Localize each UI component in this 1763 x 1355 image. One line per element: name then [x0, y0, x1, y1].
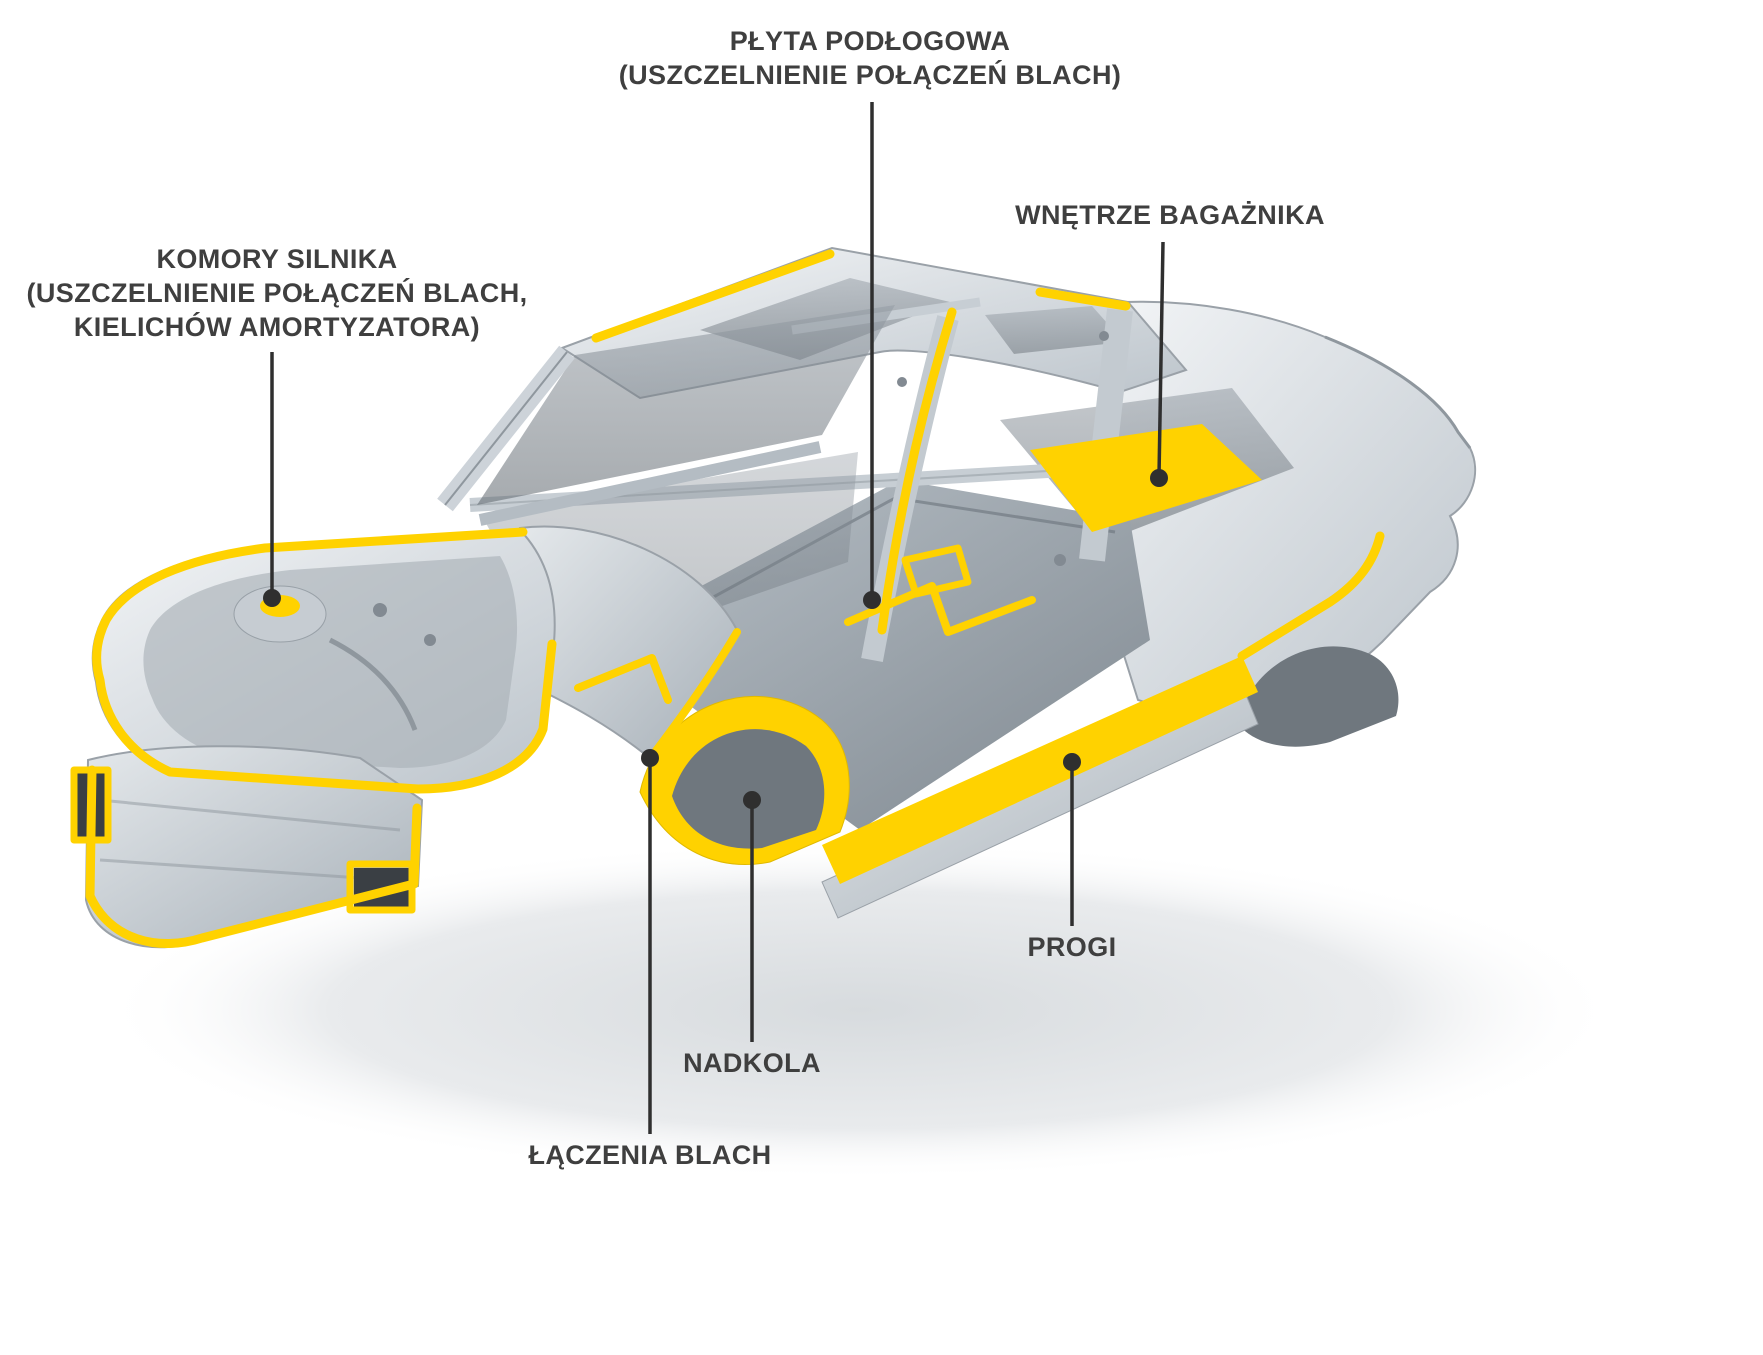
label-floor-panel: PŁYTA PODŁOGOWA (USZCZELNIENIE POŁĄCZEŃ … — [560, 24, 1180, 92]
label-engine-bay-subtitle: (USZCZELNIENIE POŁĄCZEŃ BLACH, — [26, 278, 528, 309]
leader-engine-bay — [263, 352, 281, 607]
label-sheet-joints-title: ŁĄCZENIA BLACH — [528, 1140, 772, 1170]
label-sheet-joints: ŁĄCZENIA BLACH — [455, 1138, 845, 1172]
label-trunk-title: WNĘTRZE BAGAŻNIKA — [1015, 200, 1325, 230]
label-wheel-arches: NADKOLA — [627, 1046, 877, 1080]
label-floor-panel-title: PŁYTA PODŁOGOWA — [729, 26, 1011, 56]
engine-bay — [91, 528, 556, 792]
label-engine-bay: KOMORY SILNIKA (USZCZELNIENIE POŁĄCZEŃ B… — [12, 242, 542, 344]
leader-dot — [743, 791, 761, 809]
front-wheel-arch — [639, 696, 850, 865]
label-sills: PROGI — [962, 930, 1182, 964]
label-wheel-arches-title: NADKOLA — [683, 1048, 821, 1078]
seal-sheet-joint — [648, 628, 741, 760]
front-frame-rails — [76, 745, 424, 949]
front-cowl-fender — [518, 525, 739, 762]
seal-sill-band — [822, 656, 1258, 884]
label-floor-panel-subtitle: (USZCZELNIENIE POŁĄCZEŃ BLACH) — [618, 60, 1122, 91]
leader-wheel-arches — [743, 791, 761, 1042]
seal-engine-bay-perimeter — [92, 527, 557, 794]
label-sills-title: PROGI — [1027, 932, 1117, 962]
seal-b-pillar — [877, 307, 957, 635]
leader-sills — [1063, 753, 1081, 926]
leader-dot — [641, 749, 659, 767]
seal-rear-quarter — [1237, 531, 1385, 661]
seal-front-floor — [574, 654, 672, 704]
leader-dot — [1150, 469, 1168, 487]
seal-roof-front — [591, 249, 835, 343]
seal-rail-end-right — [346, 860, 416, 914]
leader-dot — [1063, 753, 1081, 771]
leader-dot — [863, 591, 881, 609]
seal-trunk-floor — [1030, 424, 1262, 532]
ground-shadow — [100, 840, 1620, 1180]
seal-front-rails — [85, 765, 422, 949]
leader-trunk — [1150, 241, 1168, 487]
leader-floor-panel — [863, 102, 881, 609]
leaders — [263, 102, 1168, 1134]
leader-sheet-joints — [641, 749, 659, 1134]
seal-floor-box — [901, 544, 972, 598]
label-engine-bay-title: KOMORY SILNIKA — [156, 244, 398, 274]
seal-roof-rear — [1035, 287, 1131, 311]
label-engine-bay-subtitle2: KIELICHÓW AMORTYZATORA) — [73, 312, 481, 343]
sealing-highlights — [70, 249, 1385, 949]
label-trunk: WNĘTRZE BAGAŻNIKA — [950, 198, 1390, 232]
leader-dot — [263, 589, 281, 607]
seal-rail-end-left — [70, 766, 112, 844]
rear-body — [1000, 300, 1477, 747]
